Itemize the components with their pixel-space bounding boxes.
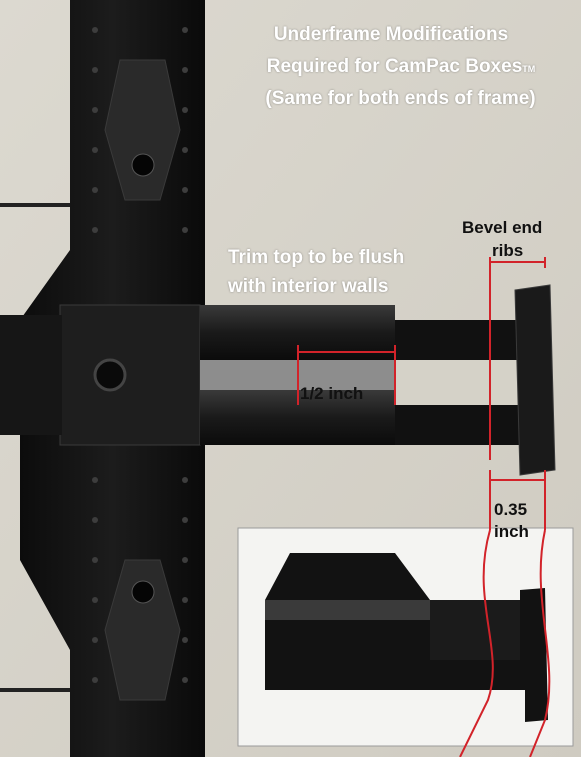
upper-pad-hole xyxy=(131,153,155,177)
red-annotations xyxy=(297,257,551,757)
trim-label-line-1: Trim top to be flush xyxy=(228,247,405,268)
inset-highlight xyxy=(265,600,430,620)
title-line-3: (Same for both ends of frame) xyxy=(265,88,536,109)
bevel-label-line-1: Bevel end xyxy=(462,218,543,237)
trim-label-line-2: with interior walls xyxy=(228,276,389,297)
end-sill-upper xyxy=(395,320,520,360)
inset-step xyxy=(430,600,520,660)
rivets xyxy=(92,27,188,683)
half-inch-label: 1/2 inch xyxy=(300,384,364,403)
trademark-mark: TM xyxy=(522,64,536,74)
end-sill-lower xyxy=(395,405,520,445)
lower-pad xyxy=(104,559,181,701)
upper-pad xyxy=(104,59,181,201)
center-sill-left xyxy=(0,315,62,435)
inset-rib-body xyxy=(265,553,548,722)
bevel-label-line-2: ribs xyxy=(492,241,524,260)
end-rib xyxy=(514,284,556,476)
end-sill-gap xyxy=(395,360,520,405)
dim-label-line-2: inch xyxy=(494,522,529,541)
center-block xyxy=(59,304,201,446)
lower-pad-hole xyxy=(131,580,155,604)
title-line-2: Required for CamPac BoxesTM xyxy=(266,56,536,77)
dim-label-line-1: 0.35 xyxy=(494,500,528,519)
center-pin xyxy=(93,358,127,392)
title-line-1: Underframe Modifications xyxy=(273,24,509,45)
